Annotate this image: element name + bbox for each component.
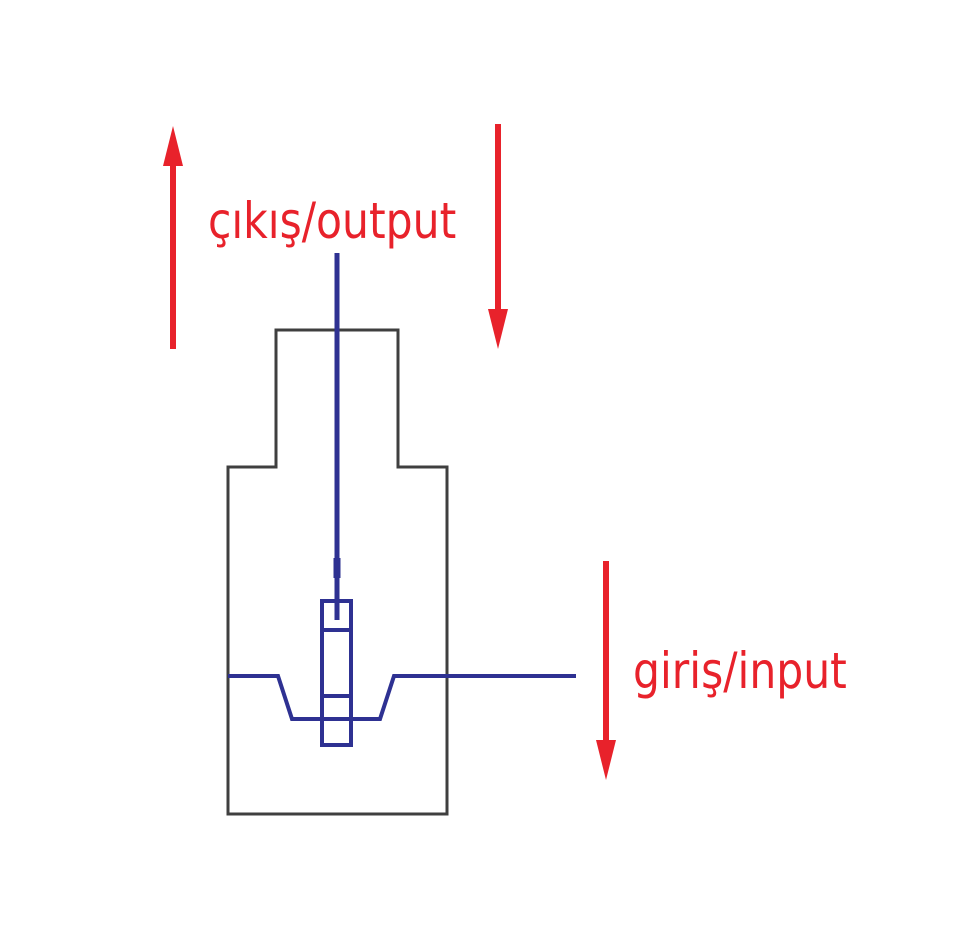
output-label: çıkış/output: [208, 192, 457, 250]
output-up-arrow-head-icon: [163, 126, 183, 166]
die-body-outline: [226, 328, 449, 816]
input-label: giriş/input: [633, 642, 847, 700]
input-down-arrow: [596, 561, 616, 780]
nozzle-insert: [320, 599, 353, 747]
output-up-arrow: [163, 126, 183, 349]
inlet-channel-line: [228, 674, 576, 721]
output-down-arrow-head-icon: [488, 309, 508, 349]
input-down-arrow-head-icon: [596, 740, 616, 780]
output-down-arrow: [488, 124, 508, 349]
nozzle-body: [320, 599, 353, 747]
